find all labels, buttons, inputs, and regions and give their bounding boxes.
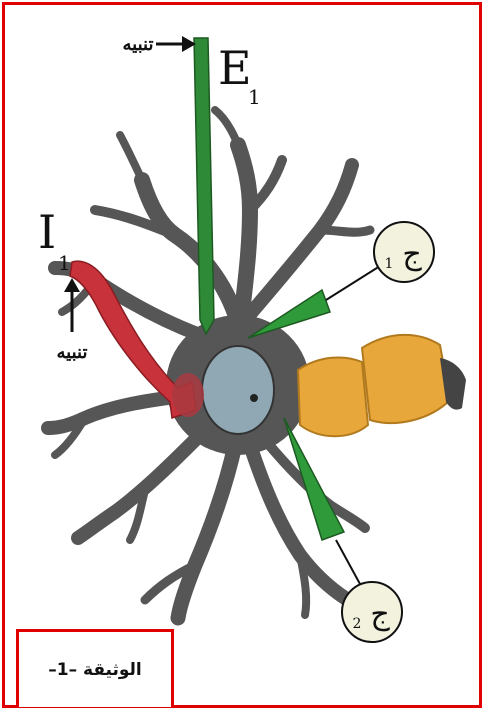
- stimulus-arrow-top: [156, 36, 196, 52]
- recorder-1-label: ج: [402, 237, 422, 272]
- inhibitory-synapse: [172, 373, 204, 417]
- electrode-e1-subscript: 1: [248, 85, 261, 109]
- electrode-e1-label: E: [218, 41, 252, 95]
- recorder-2-label: ج: [370, 597, 390, 632]
- recorder-2-sub: 2: [353, 616, 362, 632]
- recorder-1-sub: 1: [385, 256, 394, 272]
- document-caption: الوثيقة –1–: [48, 660, 142, 680]
- nucleus: [202, 346, 274, 434]
- electrode-i1-label: I: [38, 205, 56, 259]
- excitatory-electrode-e1: [194, 38, 214, 334]
- electrode-i1-subscript: 1: [58, 251, 71, 275]
- recording-wire-2: [336, 540, 360, 584]
- stimulus-label-top: تنبيه: [123, 34, 154, 55]
- recording-wire-1: [326, 266, 380, 300]
- nucleolus: [250, 394, 258, 402]
- myelin-sheath: [298, 335, 466, 436]
- stimulus-label-left: تنبيه: [57, 342, 88, 363]
- document-caption-box: الوثيقة –1–: [16, 629, 174, 707]
